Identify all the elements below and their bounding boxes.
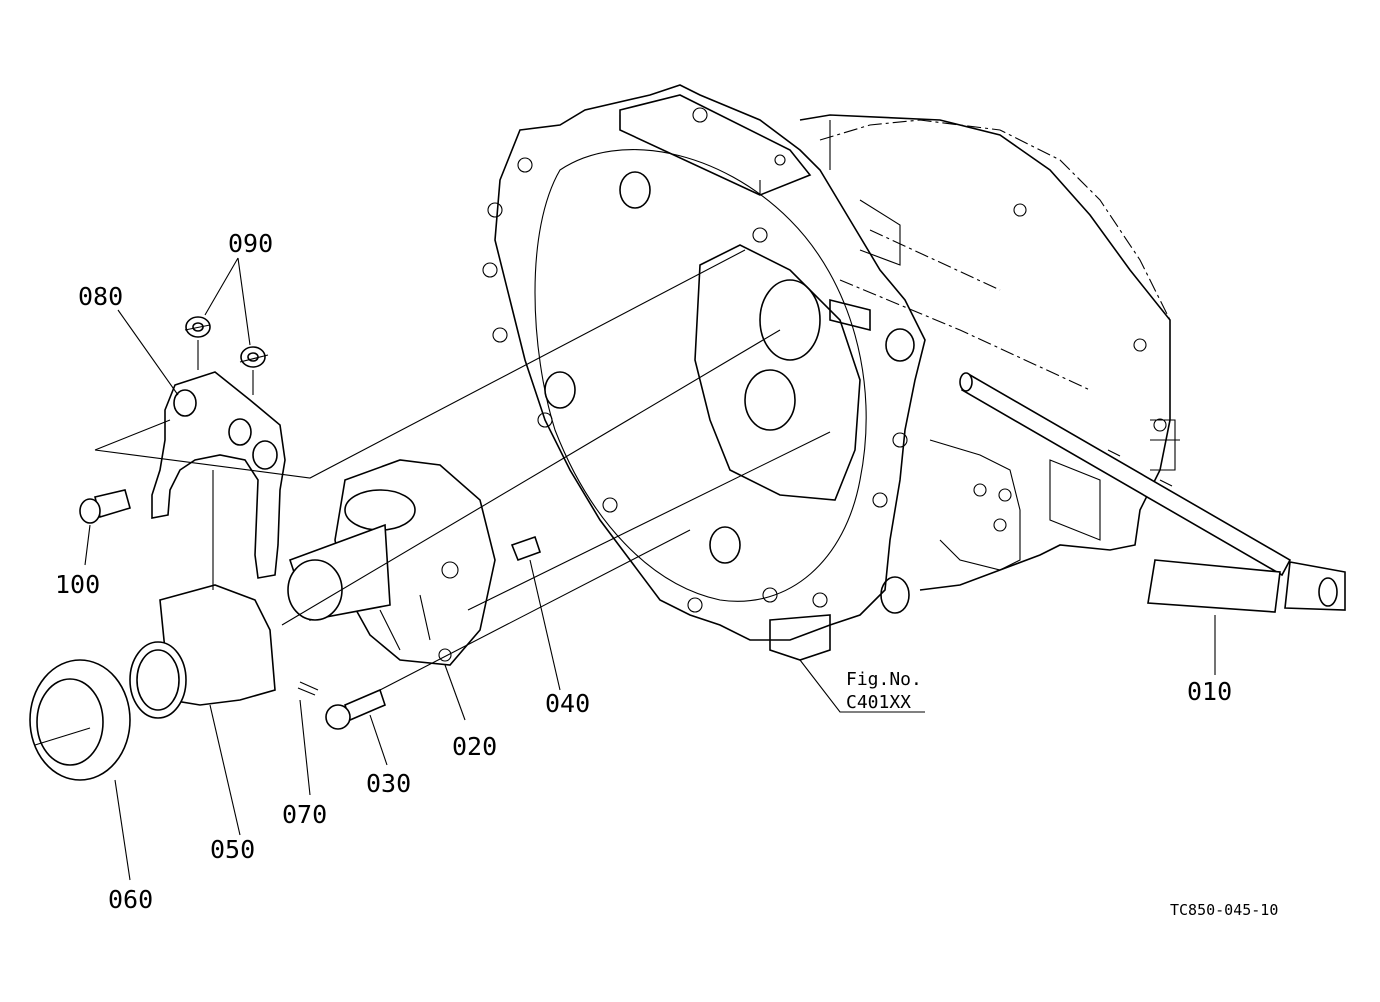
pin-040-drawing: [510, 535, 542, 562]
leader-lines: [84, 257, 1216, 881]
shaft-010-drawing: [959, 372, 1346, 613]
part-label-070: 070: [282, 800, 327, 829]
release-guide-020-drawing: [287, 459, 496, 666]
release-fork-080-drawing: [79, 316, 286, 579]
drawing-code: TC850-045-10: [1170, 901, 1278, 919]
part-label-090: 090: [228, 229, 273, 258]
clutch-housing-drawing: [482, 84, 926, 661]
figure-ref-line2: C401XX: [846, 692, 911, 713]
part-label-100: 100: [55, 570, 100, 599]
part-label-020: 020: [452, 732, 497, 761]
release-hub-050-drawing: [129, 584, 319, 719]
part-label-050: 050: [210, 835, 255, 864]
part-label-040: 040: [545, 689, 590, 718]
figure-ref-line1: Fig.No.: [846, 669, 922, 690]
bolt-030-drawing: [325, 688, 386, 730]
bearing-060-drawing: [29, 659, 131, 781]
part-label-030: 030: [366, 769, 411, 798]
assembly-lines: [34, 249, 831, 746]
part-label-080: 080: [78, 282, 123, 311]
part-label-010: 010: [1187, 677, 1232, 706]
part-label-060: 060: [108, 885, 153, 914]
transmission-case-drawing: [799, 114, 1180, 591]
